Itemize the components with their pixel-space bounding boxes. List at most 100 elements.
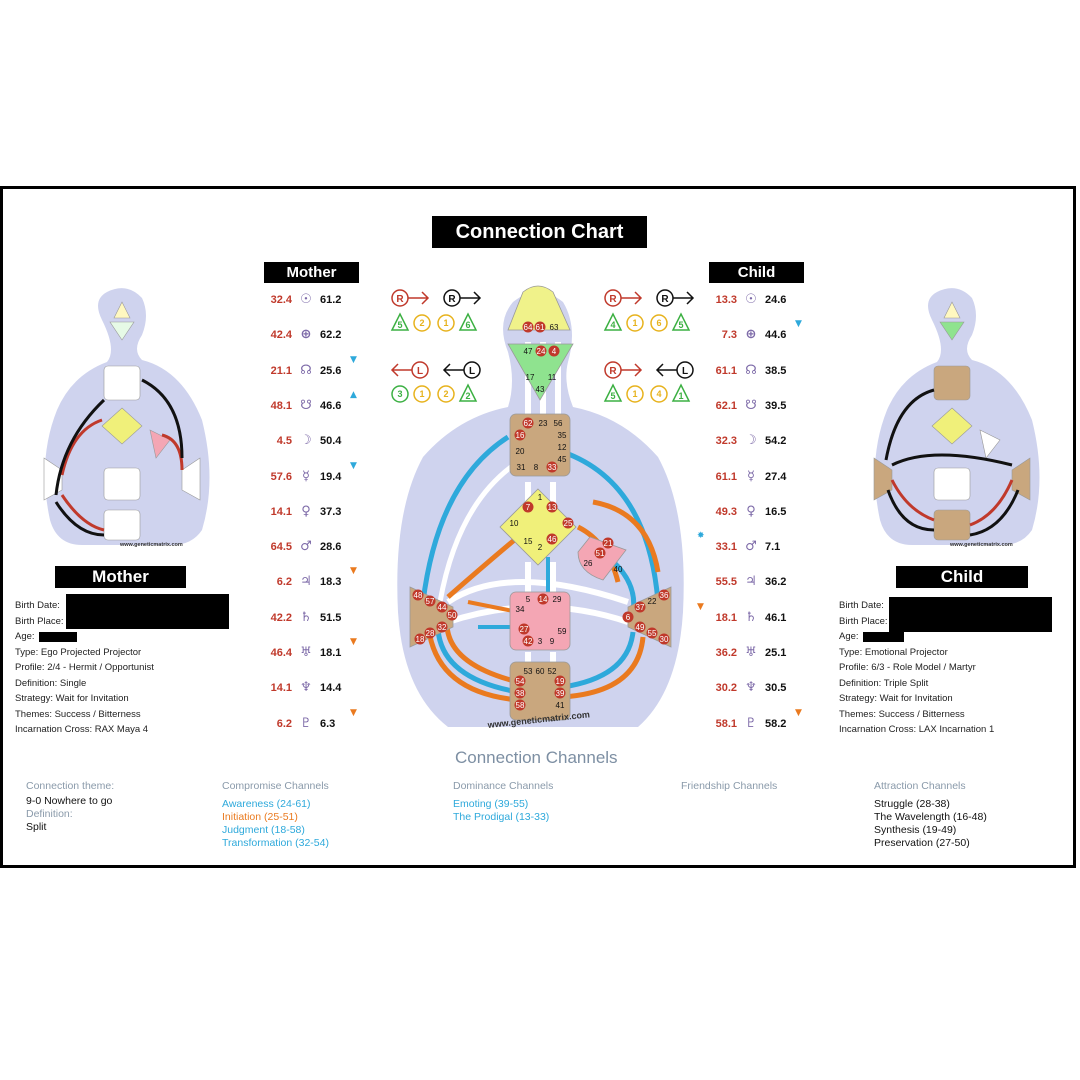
child-planet-row: 49.3♀16.5 [707,502,797,522]
gate-label: 15 [524,537,533,546]
gate-label: 3 [538,637,543,646]
mother-ajna-center [109,321,135,341]
child-design-value: 7.3 [721,329,737,342]
gate-label: 49 [634,621,646,633]
planet-glyph-icon: ♇ [300,715,312,731]
mother-profile: Profile: 2/4 - Hermit / Opportunist [15,662,154,673]
child-variable-arrow-1: R [604,289,643,307]
child-head-center [943,301,961,319]
svg-text:6: 6 [626,613,631,622]
dominance-channels-label: Dominance Channels [453,780,554,792]
mother-personality-value: 6.3 [320,717,336,730]
mother-design-value: 6.2 [276,717,292,730]
svg-text:7: 7 [526,503,531,512]
child-tone-badges-bottom: 5 1 4 1 [603,383,691,403]
child-personality-value: 39.5 [765,399,787,412]
svg-text:28: 28 [426,629,435,638]
child-design-value: 55.5 [715,576,737,589]
gate-label: 26 [584,559,593,568]
gate-label: 27 [518,623,530,635]
child-throat-center [933,365,971,401]
child-strategy: Strategy: Wait for Invitation [839,693,953,704]
down-arrow-icon: ▼ [350,460,357,471]
mother-bodygraph: www.geneticmatrix.com [43,288,210,548]
mother-personality-value: 51.5 [320,611,342,624]
gate-label: 37 [634,601,646,613]
svg-text:12: 12 [558,443,567,452]
mother-variable-arrow-3: L [390,361,429,379]
planet-glyph-icon: ♆ [745,680,757,696]
child-design-value: 36.2 [715,647,737,659]
child-design-value: 30.2 [715,682,737,695]
svg-text:56: 56 [554,419,563,428]
svg-text:R: R [609,366,617,377]
svg-text:1: 1 [678,391,683,401]
child-design-value: 32.3 [715,435,737,448]
child-sacral-center [933,467,971,501]
gate-label: 25 [562,517,574,529]
svg-text:32: 32 [438,623,447,632]
mother-age-label: Age: [15,631,35,642]
gate-label: 28 [424,627,436,639]
svg-text:14: 14 [539,595,548,604]
gate-label: 43 [536,385,545,394]
channel-item: Initiation (25-51) [222,811,298,823]
svg-text:62: 62 [524,419,533,428]
svg-text:30: 30 [660,635,669,644]
page-title: Connection Chart [432,216,647,248]
gate-label: 10 [510,519,519,528]
mother-redaction-block [66,594,229,629]
child-ajna-center [939,321,965,341]
child-variable-arrow-3: R [604,361,643,379]
svg-text:25: 25 [564,519,573,528]
svg-text:49: 49 [636,623,645,632]
child-watermark: www.geneticmatrix.com [949,542,1013,548]
child-personality-value: 44.6 [765,329,787,342]
child-planet-row: 32.3☽54.2 [707,431,797,451]
svg-text:36: 36 [660,591,669,600]
svg-text:17: 17 [526,373,535,382]
gate-label: 18 [414,633,426,645]
planet-glyph-icon: ☊ [745,362,757,378]
svg-text:R: R [396,294,404,305]
svg-text:39: 39 [556,689,565,698]
svg-text:45: 45 [558,455,567,464]
gate-label: 30 [658,633,670,645]
svg-text:50: 50 [448,611,457,620]
mother-design-value: 21.1 [270,364,292,377]
mother-root-center [103,509,141,541]
svg-text:9: 9 [550,637,555,646]
dominance-channels-list: Emoting (39-55)The Prodigal (13-33) [453,798,549,824]
connection-theme-value: 9-0 Nowhere to go [26,795,113,807]
planet-glyph-icon: ♅ [745,645,757,660]
svg-text:5: 5 [610,391,615,401]
child-planet-row: 18.1♄46.1 [707,608,797,628]
star-icon: ✸ [697,531,705,542]
child-personality-value: 38.5 [765,364,787,377]
child-personality-value: 24.6 [765,294,787,306]
planet-glyph-icon: ♃ [745,574,757,590]
mother-personality-value: 62.2 [320,329,342,342]
gate-label: 38 [514,687,526,699]
svg-text:R: R [661,294,669,305]
attraction-channels-list: Struggle (28-38)The Wavelength (16-48)Sy… [874,798,987,850]
gate-label: 48 [412,589,424,601]
mother-personality-value: 46.6 [320,399,342,412]
mother-design-value: 32.4 [270,294,292,306]
gate-label: 6 [622,611,634,623]
mother-info: Birth Date: Birth Place: Age: Type: Ego … [15,598,154,738]
mother-planet-row: 42.2♄51.5 [262,608,352,628]
mother-personality-value: 28.6 [320,541,342,554]
child-design-value: 61.1 [715,470,737,483]
planet-glyph-icon: ⊕ [300,327,312,343]
planet-glyph-icon: ☊ [300,362,312,378]
gate-label: 47 [524,347,533,356]
svg-text:L: L [417,366,423,377]
svg-text:44: 44 [438,603,447,612]
child-ego-center [979,429,1001,459]
svg-text:13: 13 [548,503,557,512]
gate-label: 61 [534,321,546,333]
child-design-value: 62.1 [715,399,737,412]
planet-glyph-icon: ☉ [745,292,757,307]
mother-planet-row: 4.5☽50.4 [262,431,352,451]
